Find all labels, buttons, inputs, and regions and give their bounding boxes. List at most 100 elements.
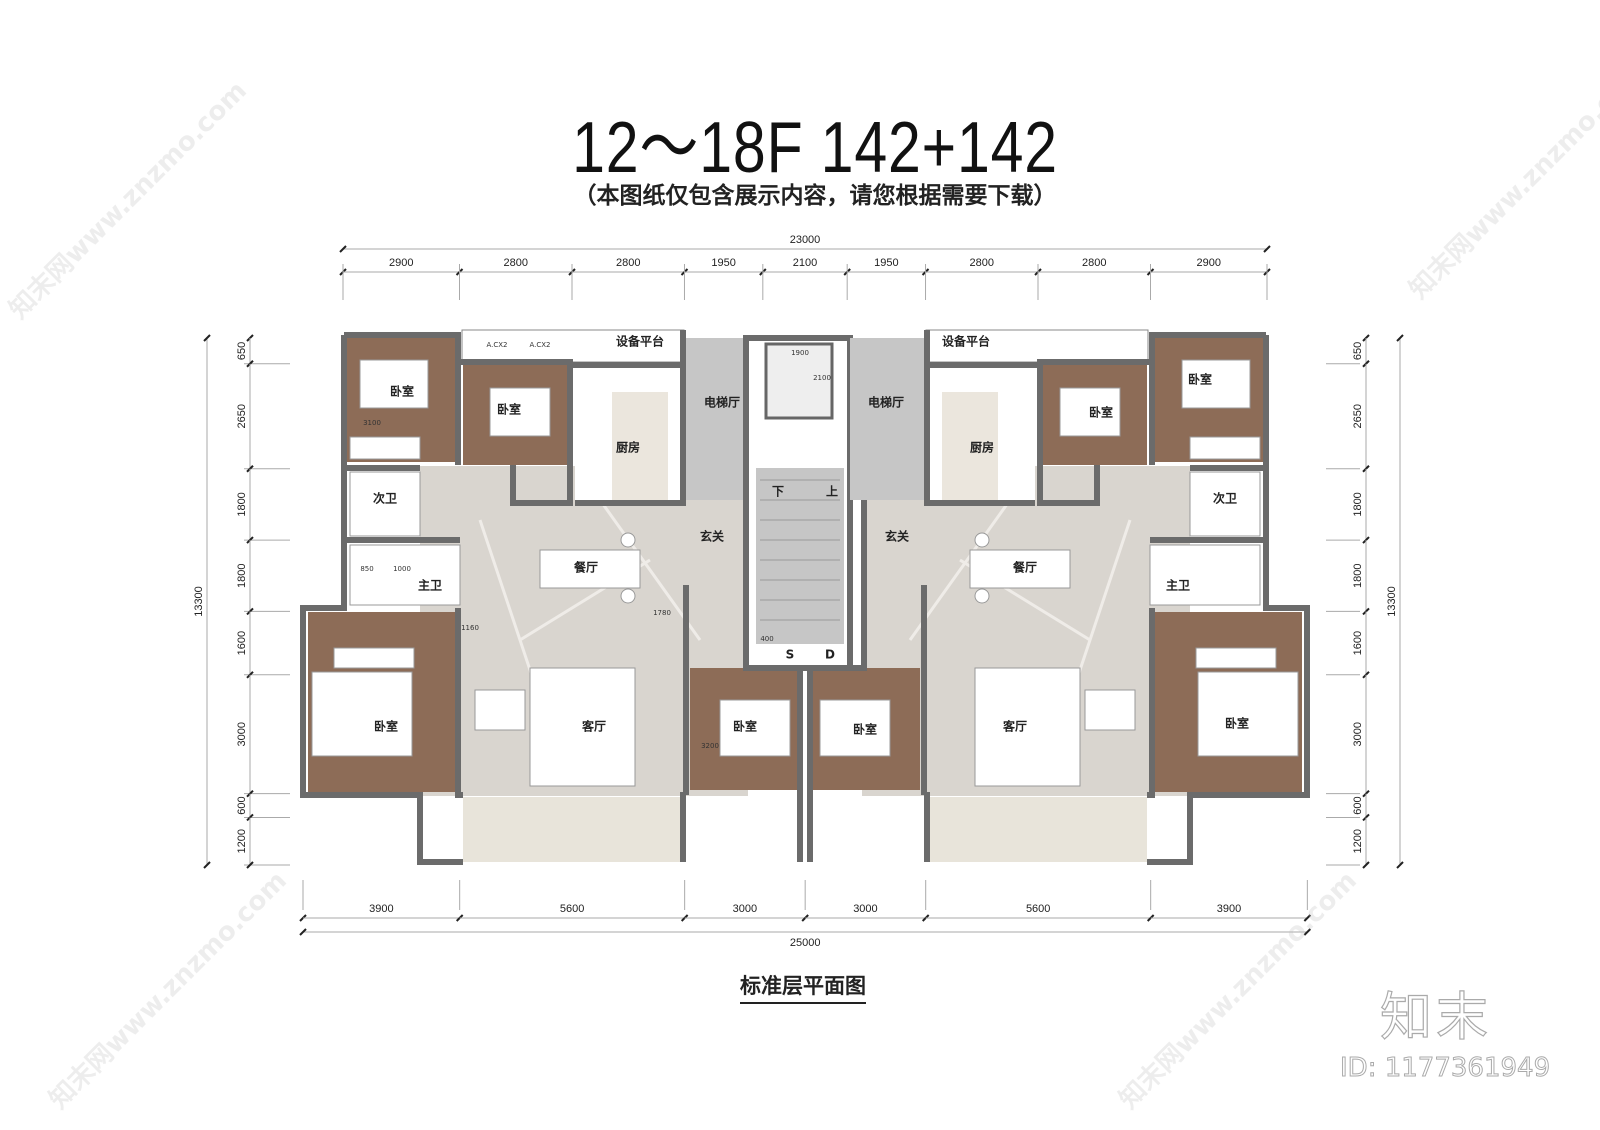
drawing-caption: 标准层平面图 bbox=[740, 970, 866, 1004]
dimension-label: 5600 bbox=[560, 903, 584, 915]
svg-text:知末网www.znzmo.com: 知末网www.znzmo.com bbox=[4, 76, 253, 325]
dimension-tick bbox=[1263, 245, 1271, 253]
dimension-label: 2100 bbox=[793, 257, 817, 269]
label-master-bath: 主卫 bbox=[418, 578, 442, 593]
dimension-label: 1800 bbox=[1352, 564, 1364, 588]
dimension-tick bbox=[339, 245, 347, 253]
unit-left bbox=[300, 329, 803, 865]
label-bedroom: 卧室 bbox=[853, 722, 877, 737]
plan-subtitle: （本图纸仅包含展示内容，请您根据需要下载） bbox=[573, 183, 1057, 209]
dimension-label: 23000 bbox=[790, 234, 821, 246]
dim-corridor: 1160 bbox=[461, 624, 479, 632]
kitchen-floor bbox=[612, 392, 668, 500]
label-dining: 餐厅 bbox=[574, 560, 598, 575]
dimension-label: 5600 bbox=[1026, 903, 1050, 915]
watermark-id: ID: 1177361949 bbox=[1339, 1053, 1551, 1084]
dimension-label: 1800 bbox=[1352, 492, 1364, 516]
bed-icon bbox=[489, 387, 551, 437]
dimension-label: 600 bbox=[236, 796, 248, 814]
label-bedroom: 卧室 bbox=[497, 402, 521, 417]
dimension-label: 2800 bbox=[504, 257, 528, 269]
label-living: 客厅 bbox=[1002, 719, 1027, 734]
dimension-tick bbox=[1303, 914, 1312, 922]
dimension-label: 3900 bbox=[1217, 903, 1241, 915]
dimension-tick bbox=[246, 861, 254, 869]
dimension-tick bbox=[1396, 334, 1404, 342]
label-bedroom: 卧室 bbox=[1089, 405, 1113, 420]
label-master-bath: 主卫 bbox=[1166, 578, 1190, 593]
label-shaft-s: S bbox=[786, 648, 795, 662]
balcony bbox=[463, 797, 680, 862]
dimension-tick bbox=[1362, 861, 1370, 869]
second-bath bbox=[349, 471, 421, 537]
room-labels: 卧室 卧室 厨房 设备平台 电梯厅 次卫 主卫 玄关 餐厅 客厅 卧室 卧室 卧… bbox=[360, 334, 1249, 751]
light-shaft bbox=[764, 342, 834, 420]
dim-corridor: 1780 bbox=[653, 609, 671, 617]
plan-title: 12～18F 142+142 bbox=[572, 108, 1058, 188]
dimension-tick bbox=[203, 334, 211, 342]
label-foyer: 玄关 bbox=[885, 529, 909, 544]
dimension-label: 2800 bbox=[970, 257, 994, 269]
dimension-label: 3000 bbox=[853, 903, 877, 915]
dimension-tick bbox=[299, 928, 307, 936]
wardrobe-icon bbox=[333, 647, 415, 669]
dimension-label: 1600 bbox=[1352, 631, 1364, 655]
dimension-label: 1200 bbox=[236, 829, 248, 853]
dim-shaft-width: 1900 bbox=[791, 349, 809, 357]
dimension-label: 1600 bbox=[236, 631, 248, 655]
label-bedroom: 卧室 bbox=[1225, 716, 1249, 731]
label-stair-up: 上 bbox=[826, 484, 838, 499]
bed-icon bbox=[311, 671, 413, 757]
dimension-tick bbox=[203, 861, 211, 869]
svg-text:知末网www.znzmo.com: 知末网www.znzmo.com bbox=[1404, 56, 1600, 305]
dimension-tick bbox=[1396, 861, 1404, 869]
dim-shaft-small: 400 bbox=[760, 635, 773, 643]
dimension-label: 600 bbox=[1352, 796, 1364, 814]
label-kitchen: 厨房 bbox=[616, 440, 640, 455]
label-bedroom: 卧室 bbox=[1188, 372, 1212, 387]
dimension-label: 2650 bbox=[236, 404, 248, 428]
dimension-label: 3000 bbox=[1352, 722, 1364, 746]
label-equipment-platform: 设备平台 bbox=[616, 334, 664, 349]
svg-text:知末网www.znzmo.com: 知末网www.znzmo.com bbox=[44, 866, 293, 1115]
dimension-label: 1200 bbox=[1352, 829, 1364, 853]
label-living: 客厅 bbox=[581, 719, 606, 734]
label-stair-down: 下 bbox=[772, 485, 784, 499]
dim-bath: 850 bbox=[360, 565, 373, 573]
dimension-label: 1950 bbox=[711, 257, 735, 269]
label-elevator-hall: 电梯厅 bbox=[868, 395, 904, 410]
dimension-label: 1950 bbox=[874, 257, 898, 269]
label-bedroom: 卧室 bbox=[374, 719, 398, 734]
dimension-label: 2650 bbox=[1352, 404, 1364, 428]
wardrobe-icon bbox=[349, 436, 421, 460]
stair-core bbox=[743, 335, 918, 671]
bed-icon bbox=[719, 699, 791, 757]
equipment-platform bbox=[461, 329, 685, 363]
label-kitchen: 厨房 bbox=[970, 440, 994, 455]
dimension-label: 2800 bbox=[616, 257, 640, 269]
dimension-tick bbox=[1303, 928, 1312, 936]
ac-unit-label: A.CX2 bbox=[486, 341, 507, 349]
dimension-label: 1800 bbox=[236, 564, 248, 588]
dim-bedroom: 3100 bbox=[363, 419, 381, 427]
dimension-label: 650 bbox=[236, 342, 248, 360]
label-second-bath: 次卫 bbox=[373, 491, 397, 506]
dimension-label: 3900 bbox=[369, 903, 393, 915]
label-dining: 餐厅 bbox=[1013, 560, 1037, 575]
label-elevator-hall: 电梯厅 bbox=[704, 395, 740, 410]
label-bedroom: 卧室 bbox=[733, 719, 757, 734]
dimension-label: 13300 bbox=[193, 586, 205, 617]
dimension-label: 2900 bbox=[1197, 257, 1221, 269]
dimension-label: 25000 bbox=[790, 937, 821, 949]
dimension-label: 2900 bbox=[389, 257, 413, 269]
dimension-label: 3000 bbox=[733, 903, 757, 915]
ac-unit-label: A.CX2 bbox=[529, 341, 550, 349]
stair bbox=[756, 468, 844, 644]
elevator-hall bbox=[686, 338, 746, 500]
elevator-hall-right bbox=[850, 338, 918, 500]
label-equipment-platform: 设备平台 bbox=[942, 334, 990, 349]
dining-table-icon bbox=[539, 549, 641, 589]
label-second-bath: 次卫 bbox=[1213, 491, 1237, 506]
